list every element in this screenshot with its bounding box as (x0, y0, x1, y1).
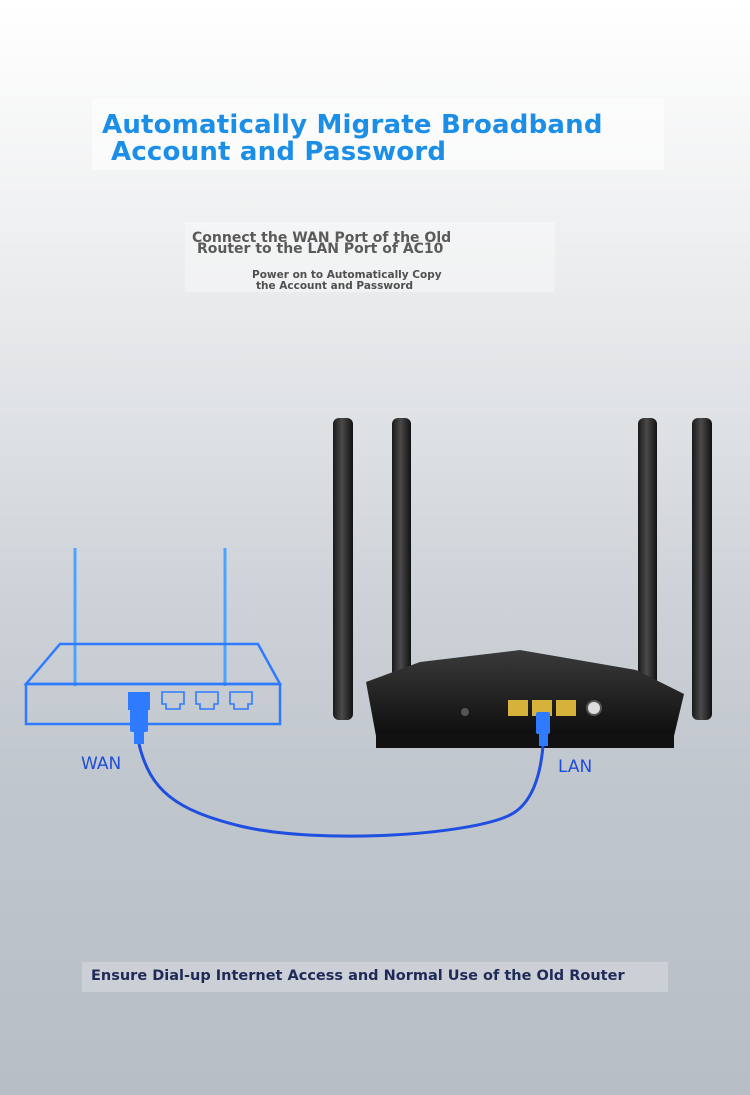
new-router-port-3 (556, 700, 576, 716)
lan-label: LAN (558, 757, 593, 777)
old-router-lan-port-2 (195, 691, 219, 710)
new-router-antenna-3 (638, 418, 657, 720)
footer-backdrop (82, 962, 668, 992)
instruction-line-3: Power on to Automatically Copy (252, 269, 442, 281)
heading-backdrop (92, 98, 664, 170)
heading-line-1: Automatically Migrate Broadband (102, 110, 603, 140)
old-router (23, 548, 283, 744)
wan-plug (130, 708, 148, 732)
old-router-lan-port-1 (161, 691, 185, 710)
reset-button-icon (461, 708, 469, 716)
wan-plug-boot (134, 730, 144, 744)
new-router-base (376, 734, 674, 748)
old-router-lan-port-3 (229, 691, 253, 710)
new-router-port-1 (508, 700, 528, 716)
old-router-wan-port (128, 692, 150, 710)
new-router-antenna-2 (392, 418, 411, 720)
new-router-antenna-4 (692, 418, 712, 720)
wan-label: WAN (81, 754, 122, 774)
heading-line-2: Account and Password (111, 137, 447, 167)
ethernet-cable (137, 743, 545, 838)
instruction-line-2: Router to the LAN Port of AC10 (197, 241, 444, 257)
instruction-line-1: Connect the WAN Port of the Old (192, 230, 452, 246)
lan-plug-boot (539, 732, 548, 746)
new-router-body (366, 650, 684, 736)
old-router-top-outline (23, 642, 283, 686)
new-router (333, 418, 712, 748)
old-router-front-outline (24, 682, 282, 726)
power-port-icon (586, 700, 602, 716)
instruction-line-4: the Account and Password (256, 280, 414, 292)
lan-plug (536, 712, 550, 734)
instruction-backdrop (185, 222, 555, 292)
footer-note: Ensure Dial-up Internet Access and Norma… (91, 968, 625, 984)
new-router-antenna-1 (333, 418, 353, 720)
